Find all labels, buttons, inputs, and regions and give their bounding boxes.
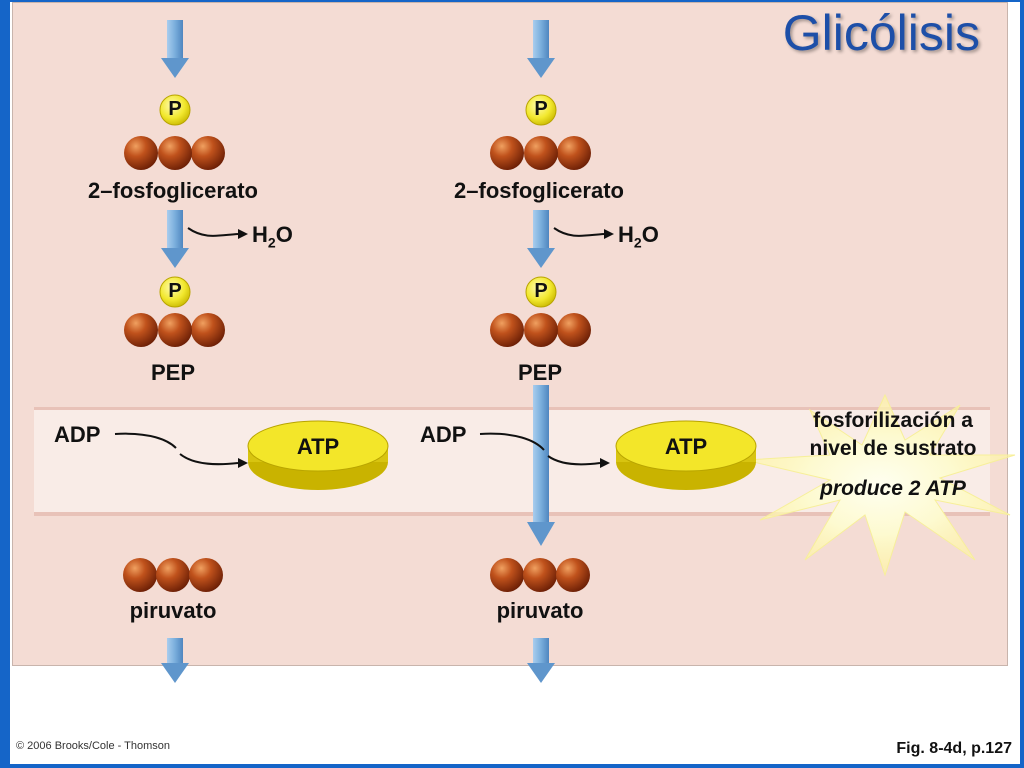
annotation-line-2: nivel de sustrato bbox=[809, 437, 977, 460]
down-arrow bbox=[161, 210, 189, 268]
water-release-arrow bbox=[187, 227, 239, 237]
column-2 bbox=[479, 20, 757, 683]
molecule-2-phosphoglycerate bbox=[124, 94, 225, 170]
molecule-pep bbox=[490, 276, 591, 347]
molecule-2-phosphoglycerate bbox=[490, 94, 591, 170]
water-label: H2O bbox=[618, 222, 659, 251]
compound-label-pyruvate: piruvato bbox=[496, 598, 584, 623]
compound-label-pep: PEP bbox=[517, 360, 563, 385]
compound-label-2-phosphoglycerate: 2–fosfoglicerato bbox=[454, 178, 624, 203]
adp-label: ADP bbox=[420, 422, 467, 447]
water-label: H2O bbox=[252, 222, 293, 251]
adp-label: ADP bbox=[54, 422, 101, 447]
phosphate-group bbox=[525, 276, 557, 308]
phosphate-label: P bbox=[168, 98, 182, 120]
compound-label-pyruvate: piruvato bbox=[129, 598, 217, 623]
adp-to-atp-arrow bbox=[479, 432, 601, 466]
phosphate-label: P bbox=[534, 98, 548, 120]
down-arrow bbox=[527, 20, 555, 78]
compound-label-pep: PEP bbox=[150, 360, 196, 385]
down-arrow bbox=[161, 20, 189, 78]
compound-label-2-phosphoglycerate: 2–fosfoglicerato bbox=[88, 178, 258, 203]
starburst-highlight bbox=[744, 393, 1016, 577]
atp-label: ATP bbox=[664, 434, 708, 459]
annotation-line-1: fosforilización a bbox=[813, 409, 973, 432]
long-down-arrow bbox=[527, 385, 555, 546]
phosphate-label: P bbox=[534, 280, 548, 302]
column-1 bbox=[114, 20, 389, 683]
molecule-pep bbox=[124, 276, 225, 347]
water-release-arrow bbox=[553, 227, 605, 237]
molecule-pyruvate bbox=[490, 558, 590, 592]
substrate-level-annotation: fosforilización a nivel de sustrato bbox=[784, 407, 1002, 463]
adp-to-atp-arrow bbox=[114, 432, 239, 466]
down-arrow bbox=[161, 638, 189, 683]
figure-reference: Fig. 8-4d, p.127 bbox=[896, 740, 1012, 757]
copyright-notice: © 2006 Brooks/Cole - Thomson bbox=[16, 740, 171, 752]
atp-disc bbox=[615, 420, 757, 490]
phosphate-group bbox=[159, 276, 191, 308]
atp-disc bbox=[247, 420, 389, 490]
page-title: Glicólisis bbox=[782, 5, 980, 61]
phosphate-label: P bbox=[168, 280, 182, 302]
down-arrow bbox=[527, 210, 555, 268]
atp-label: ATP bbox=[296, 434, 340, 459]
down-arrow bbox=[527, 638, 555, 683]
phosphate-group bbox=[159, 94, 191, 126]
phosphate-group bbox=[525, 94, 557, 126]
annotation-emphasis: produce 2 ATP bbox=[820, 477, 966, 500]
molecule-pyruvate bbox=[123, 558, 223, 592]
